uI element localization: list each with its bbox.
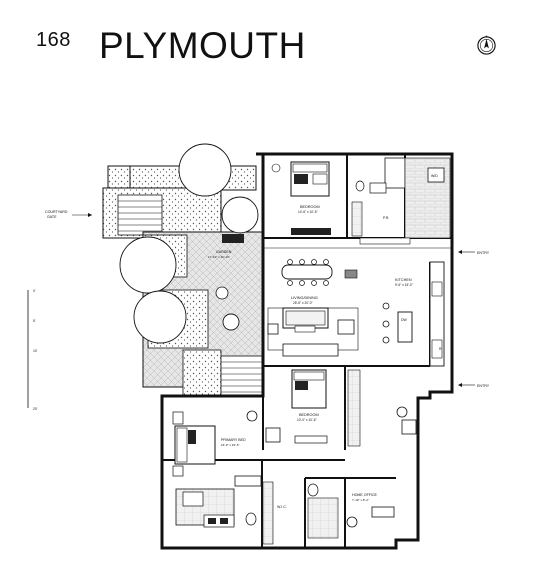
primary-bedroom: PRIMARY BED 16'-0" x 15'-6" [172, 410, 262, 487]
dw-label: DW [401, 318, 408, 322]
exterior-walls [160, 152, 454, 550]
kitchen-label: KITCHEN [395, 278, 412, 282]
garden-area [102, 143, 264, 397]
ref-label: R [439, 347, 442, 351]
powder-room: W/D P.R. [351, 157, 451, 245]
entry-bottom-label: ENTRY [477, 384, 490, 388]
living-dim: 25'-6" x 20'-0" [293, 301, 313, 305]
pr-label: P.R. [383, 216, 389, 220]
bedroom-top-label: BEDROOM [300, 205, 320, 209]
bedroom-top-dim: 14'-6" x 10'-6" [298, 210, 318, 214]
primary-label: PRIMARY BED [221, 438, 246, 442]
home-office-dim: 7'-10" x 8'-4" [352, 498, 369, 502]
unit-title: PLYMOUTH [99, 25, 306, 66]
scale-tick-20: 20' [33, 407, 38, 411]
primary-bath [175, 488, 257, 528]
kitchen-dim: 9'-6" x 15'-0" [395, 283, 413, 287]
wic-label: W.I.C. [277, 505, 287, 509]
tree-icon [119, 143, 259, 344]
wic-home-office: W.I.C. HOME OFFICE 7'-10" x 8'-4" [262, 481, 395, 545]
kitchen: R KITCHEN 9'-6" x 15'-0" DW [382, 261, 445, 367]
courtyard-sub-label: GATE [47, 215, 57, 219]
home-office-label: HOME OFFICE [352, 493, 378, 497]
primary-dim: 16'-0" x 15'-6" [221, 443, 239, 447]
garden-dim: 17'-10" x 46'-10" [208, 255, 230, 259]
patio-table [222, 313, 240, 331]
entry-top-label: ENTRY [477, 251, 490, 255]
courtyard-label: COURTYARD [45, 210, 68, 214]
middle-bedroom: BEDROOM 10'-0" x 10'-6" [265, 369, 417, 447]
garden-label: GARDEN [216, 250, 232, 254]
bedroom-mid-dim: 10'-0" x 10'-6" [297, 418, 317, 422]
bedroom-mid-label: BEDROOM [299, 413, 319, 417]
scale-tick-5: 5' [33, 319, 36, 323]
living-dining: LIVING/DINING 25'-6" x 20'-0" [267, 259, 359, 357]
top-bedroom: BEDROOM 14'-6" x 10'-6" [271, 161, 331, 235]
scale-bar: 0' 5' 10' 20' [27, 289, 38, 411]
unit-number: 168 [36, 29, 71, 51]
living-label: LIVING/DINING [291, 296, 318, 300]
scale-tick-0: 0' [33, 289, 36, 293]
wd-label: W/D [431, 174, 438, 178]
north-compass-icon [477, 35, 496, 55]
scale-tick-10: 10' [33, 349, 38, 353]
